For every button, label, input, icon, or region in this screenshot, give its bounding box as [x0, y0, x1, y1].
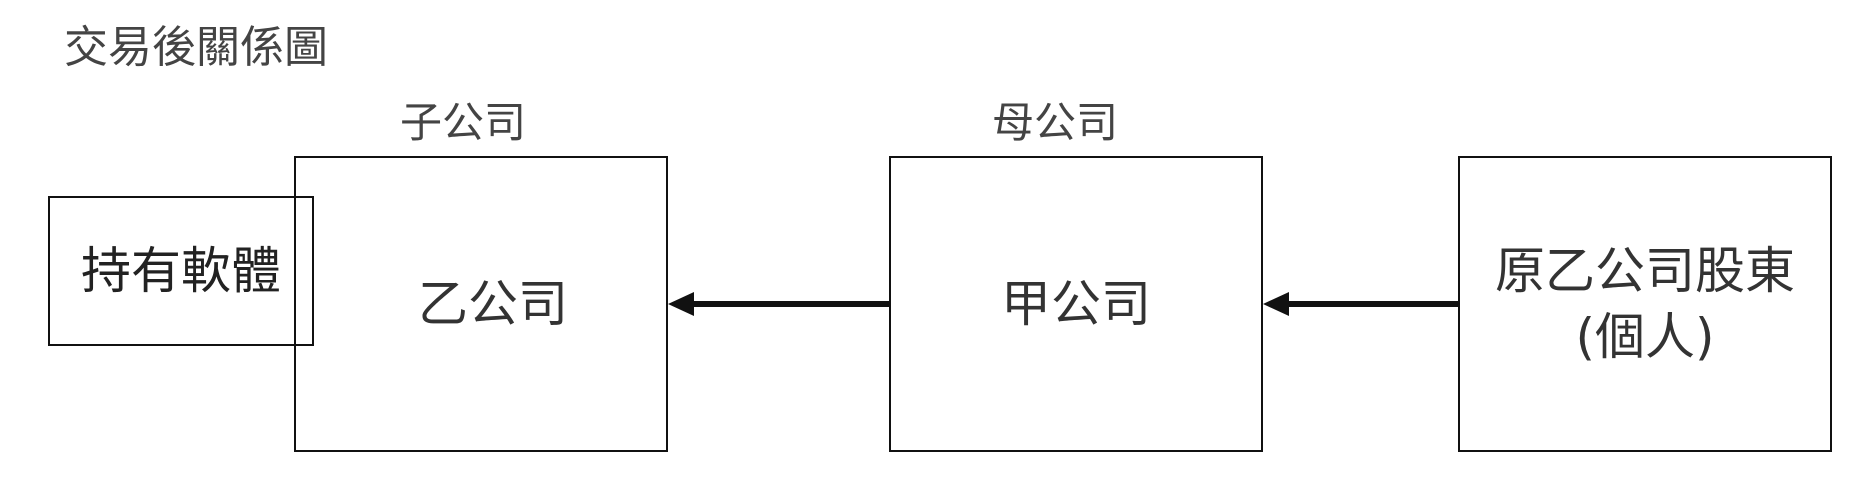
shareholders-label: 原乙公司股東 (個人) [1495, 242, 1795, 366]
company-b-box: 乙公司 [294, 156, 668, 452]
arrow-a-to-b-head [668, 292, 694, 316]
software-box: 持有軟體 [48, 196, 314, 346]
parent-label: 母公司 [992, 98, 1119, 147]
company-a-box: 甲公司 [889, 156, 1263, 452]
subsidiary-label: 子公司 [400, 98, 527, 147]
software-label: 持有軟體 [81, 242, 281, 300]
company-a-label: 甲公司 [1001, 275, 1151, 333]
arrow-shareholders-to-a-head [1263, 292, 1289, 316]
diagram-title: 交易後關係圖 [64, 22, 328, 73]
company-b-label: 乙公司 [418, 275, 568, 333]
shareholders-box: 原乙公司股東 (個人) [1458, 156, 1832, 452]
